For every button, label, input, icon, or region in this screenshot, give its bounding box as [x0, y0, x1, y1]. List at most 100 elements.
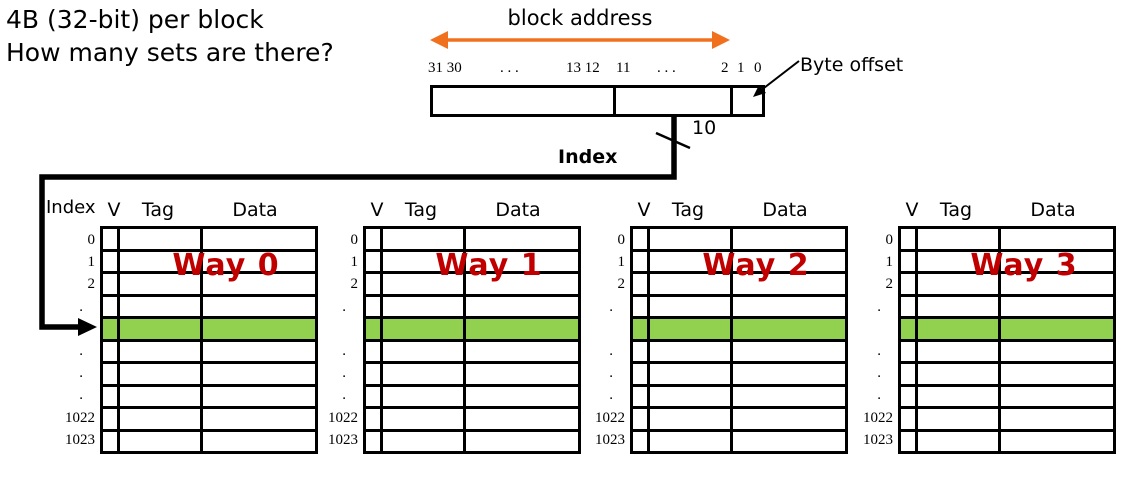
cache-row [901, 229, 1113, 252]
row-index-label: . [79, 298, 83, 315]
bit-label-0: 0 [754, 60, 762, 76]
cache-table: Way 2 [630, 226, 848, 454]
row-index-label: 0 [885, 232, 894, 248]
tag-column-header: Tag [404, 199, 438, 221]
row-index-label: . [342, 298, 346, 315]
column-divider [200, 229, 203, 451]
bit-label-13-12: 13 12 [566, 60, 600, 76]
cache-row [633, 229, 845, 252]
cache-row [633, 297, 845, 319]
row-index-label: 1022 [65, 409, 95, 426]
row-index-label: 1 [885, 254, 894, 271]
index-column-header: Index [46, 197, 96, 218]
row-index-label [838, 318, 893, 340]
cache-row [633, 364, 845, 387]
tag-column-header: Tag [141, 199, 175, 221]
row-index-label: . [877, 298, 881, 315]
data-column-header: Data [232, 199, 278, 221]
way-title: Way 2 [702, 248, 810, 283]
row-index-label: . [877, 365, 881, 382]
cache-row [901, 342, 1113, 364]
cache-row [633, 252, 845, 274]
row-index-label: . [609, 387, 613, 404]
way-title: Way 0 [172, 248, 280, 283]
cache-row [366, 297, 578, 319]
valid-column-header: V [107, 199, 121, 221]
data-column-header: Data [1030, 199, 1076, 221]
row-index-label: 1023 [595, 431, 625, 448]
cache-row [366, 387, 578, 409]
question-text: 4B (32-bit) per block How many sets are … [6, 3, 334, 69]
valid-column-header: V [637, 199, 651, 221]
bit-label-31-30: 31 30 [428, 60, 462, 76]
cache-row [901, 364, 1113, 387]
row-index-label: 0 [87, 232, 96, 248]
index-bus-width-label: 10 [692, 117, 717, 139]
row-index-label [40, 318, 95, 340]
cache-row [633, 342, 845, 364]
cache-row [366, 342, 578, 364]
byte-offset-arrow-line [759, 60, 800, 92]
row-index-label: . [609, 298, 613, 315]
column-divider [998, 229, 1001, 451]
bus-width-slash [655, 131, 691, 150]
tag-index-divider [613, 88, 616, 114]
row-index-label: . [877, 387, 881, 404]
column-divider [730, 229, 733, 451]
way-title: Way 3 [970, 248, 1078, 283]
row-index-label [303, 318, 358, 340]
cache-row-highlighted [633, 319, 845, 342]
cache-row [901, 387, 1113, 409]
cache-table: Way 0 [100, 226, 318, 454]
bit-label-ellipsis: . . . [500, 60, 519, 76]
row-index-label: . [342, 387, 346, 404]
cache-row [103, 364, 315, 387]
column-divider [117, 229, 120, 451]
index-bus-label: Index [558, 146, 618, 168]
block-address-arrowhead-left [430, 31, 448, 49]
row-index-label: 1022 [863, 409, 893, 426]
row-index-label: . [79, 387, 83, 404]
row-index-label: . [609, 365, 613, 382]
column-divider [380, 229, 383, 451]
cache-row [901, 252, 1113, 274]
row-index-label: 1022 [328, 409, 358, 426]
valid-column-header: V [370, 199, 384, 221]
cache-row [103, 387, 315, 409]
row-index-label: . [609, 343, 613, 360]
cache-row-highlighted [366, 319, 578, 342]
row-index-label: . [342, 343, 346, 360]
data-column-header: Data [495, 199, 541, 221]
row-index-label: . [79, 343, 83, 360]
cache-row-highlighted [901, 319, 1113, 342]
cache-row [901, 297, 1113, 319]
cache-table: Way 1 [363, 226, 581, 454]
cache-row [103, 297, 315, 319]
cache-row [633, 387, 845, 409]
tag-column-header: Tag [671, 199, 705, 221]
row-index-label: 1 [87, 254, 96, 271]
row-index-label: 1023 [65, 431, 95, 448]
cache-row [633, 274, 845, 297]
valid-column-header: V [905, 199, 919, 221]
bit-label-1: 1 [737, 60, 745, 76]
address-field-box [430, 85, 765, 117]
row-index-label: 1023 [328, 431, 358, 448]
row-index-label: 2 [87, 276, 96, 293]
row-index-label: . [877, 343, 881, 360]
bit-label-ellipsis: . . . [657, 60, 676, 76]
cache-row [633, 432, 845, 452]
cache-row-highlighted [103, 319, 315, 342]
tag-column-header: Tag [939, 199, 973, 221]
row-index-label: 1022 [595, 409, 625, 426]
cache-row [633, 409, 845, 432]
bit-label-2: 2 [721, 60, 729, 76]
way-title: Way 1 [435, 248, 543, 283]
